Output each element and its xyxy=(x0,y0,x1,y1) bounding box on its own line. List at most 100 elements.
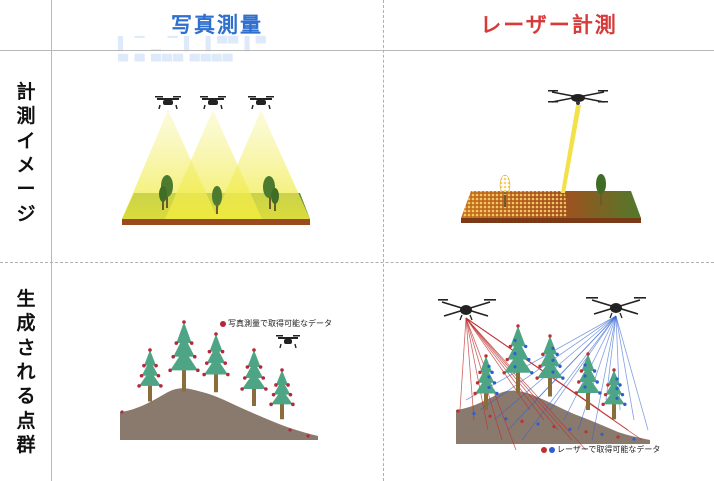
terrain-hill xyxy=(456,390,650,444)
laser-ray xyxy=(465,317,531,411)
point-cloud-dot xyxy=(551,358,555,362)
point-cloud-dot xyxy=(505,357,509,362)
point-cloud-dot xyxy=(168,368,172,373)
header-divider xyxy=(0,50,714,51)
point-cloud-dot xyxy=(487,385,491,390)
point-cloud-dot xyxy=(535,376,539,380)
legend-text: レーザーで取得可能なデータ xyxy=(557,445,661,454)
point-cloud-dot xyxy=(288,392,293,397)
point-cloud-dot xyxy=(612,368,616,372)
point-cloud-dot xyxy=(484,354,488,358)
point-cloud-dot xyxy=(623,402,627,407)
point-cloud-dot xyxy=(551,370,555,374)
point-cloud-dot xyxy=(487,364,491,368)
conifer-tree-icon xyxy=(603,370,625,420)
ghost-text-artifact: ▌ ▔ ▁ ▔ ▌ ▐ ▀▀ ▌▀ xyxy=(118,37,267,52)
point-cloud-dot xyxy=(632,437,636,441)
point-cloud-dot xyxy=(530,371,534,375)
point-cloud-dot xyxy=(561,376,565,380)
point-cloud-dot xyxy=(286,383,290,387)
point-cloud-dot xyxy=(242,376,247,380)
row-label-measurement-image: 計測イメージ xyxy=(8,80,44,226)
legend-point-icon xyxy=(220,320,226,327)
drone-icon xyxy=(586,297,646,319)
conifer-tree-icon xyxy=(139,350,161,402)
point-cloud-dot xyxy=(456,409,460,413)
laser-ray xyxy=(465,317,643,441)
tree-icon xyxy=(271,188,279,211)
point-cloud-dot xyxy=(142,363,146,368)
laser-ray xyxy=(465,317,559,431)
point-cloud-dot xyxy=(579,369,584,373)
ghost-text-artifact-2: ▀ ▀ ▀▀▀ ▀▀▀▀ xyxy=(118,55,234,70)
row-divider xyxy=(0,262,714,263)
point-cloud-dot xyxy=(189,341,194,345)
point-cloud-dot xyxy=(291,402,295,407)
point-cloud-dot xyxy=(240,387,244,391)
point-cloud-dot xyxy=(288,428,292,432)
point-cloud-dot xyxy=(568,427,572,431)
point-cloud-dot xyxy=(586,352,590,356)
laser-ray xyxy=(465,317,517,450)
point-cloud-dot xyxy=(487,375,491,379)
tree-icon xyxy=(596,174,606,205)
point-cloud-dot xyxy=(473,391,477,396)
point-cloud-dot xyxy=(207,349,212,354)
drone-icon xyxy=(248,96,274,110)
point-cloud-dot xyxy=(615,396,619,400)
point-cloud-dot xyxy=(148,348,152,352)
conifer-tree-icon xyxy=(576,354,600,410)
point-cloud-dot xyxy=(245,365,250,369)
point-cloud-dot xyxy=(618,383,622,387)
point-cloud-dot xyxy=(220,349,225,354)
row-label-char: 成 xyxy=(16,312,36,335)
point-cloud-dot xyxy=(520,419,524,423)
point-cloud-dot xyxy=(502,371,506,375)
legend-text: 写真測量で取得可能なデータ xyxy=(228,319,332,328)
drone-icon xyxy=(200,96,226,110)
point-cloud-dot xyxy=(226,372,230,377)
point-cloud-dot xyxy=(139,373,144,378)
tree-icon xyxy=(499,174,511,207)
point-cloud-dot xyxy=(615,387,619,391)
point-cloud-dot xyxy=(513,365,517,369)
drone-icon xyxy=(155,96,181,110)
point-cloud-dot xyxy=(495,391,499,396)
row-label-char: 測 xyxy=(16,105,36,128)
photogrammetry-measurement-illustration xyxy=(122,96,310,225)
laser-ray xyxy=(549,315,617,411)
point-cloud-dot xyxy=(261,376,266,380)
point-cloud-dot xyxy=(558,364,562,368)
point-cloud-dot xyxy=(551,346,555,350)
row-label-char: ジ xyxy=(16,202,36,225)
point-cloud-dot xyxy=(306,434,310,438)
laser-point-cloud-illustration xyxy=(438,297,650,450)
soil-layer xyxy=(461,218,641,223)
tree-icon xyxy=(159,186,167,210)
point-cloud-dot xyxy=(598,391,602,395)
laser-ray xyxy=(465,317,489,431)
laser-ray xyxy=(459,317,467,411)
laser-ray xyxy=(465,317,545,421)
row-label-char: 点 xyxy=(16,409,36,432)
laser-measurement-illustration xyxy=(461,90,641,223)
point-cloud-dot xyxy=(156,373,161,378)
point-cloud-dot xyxy=(214,332,218,336)
row-label-char: メ xyxy=(16,153,36,176)
laser-beam xyxy=(561,105,581,193)
point-cloud-dot xyxy=(264,387,268,391)
conifer-tree-icon xyxy=(170,322,198,392)
point-cloud-dot xyxy=(478,370,482,375)
point-cloud-dot xyxy=(524,344,528,349)
point-cloud-dot xyxy=(159,384,163,388)
point-cloud-dot xyxy=(508,344,512,349)
point-cloud-dot xyxy=(223,361,228,365)
laser-data-legend: レーザーで取得可能なデータ xyxy=(541,444,660,455)
point-cloud-dot xyxy=(120,410,124,414)
point-cloud-dot xyxy=(490,370,494,375)
row-label-char: さ xyxy=(16,336,36,359)
point-cloud-dot xyxy=(274,383,278,387)
point-cloud-dot xyxy=(583,363,587,367)
point-cloud-dot xyxy=(527,357,531,362)
point-cloud-dot xyxy=(280,368,284,372)
